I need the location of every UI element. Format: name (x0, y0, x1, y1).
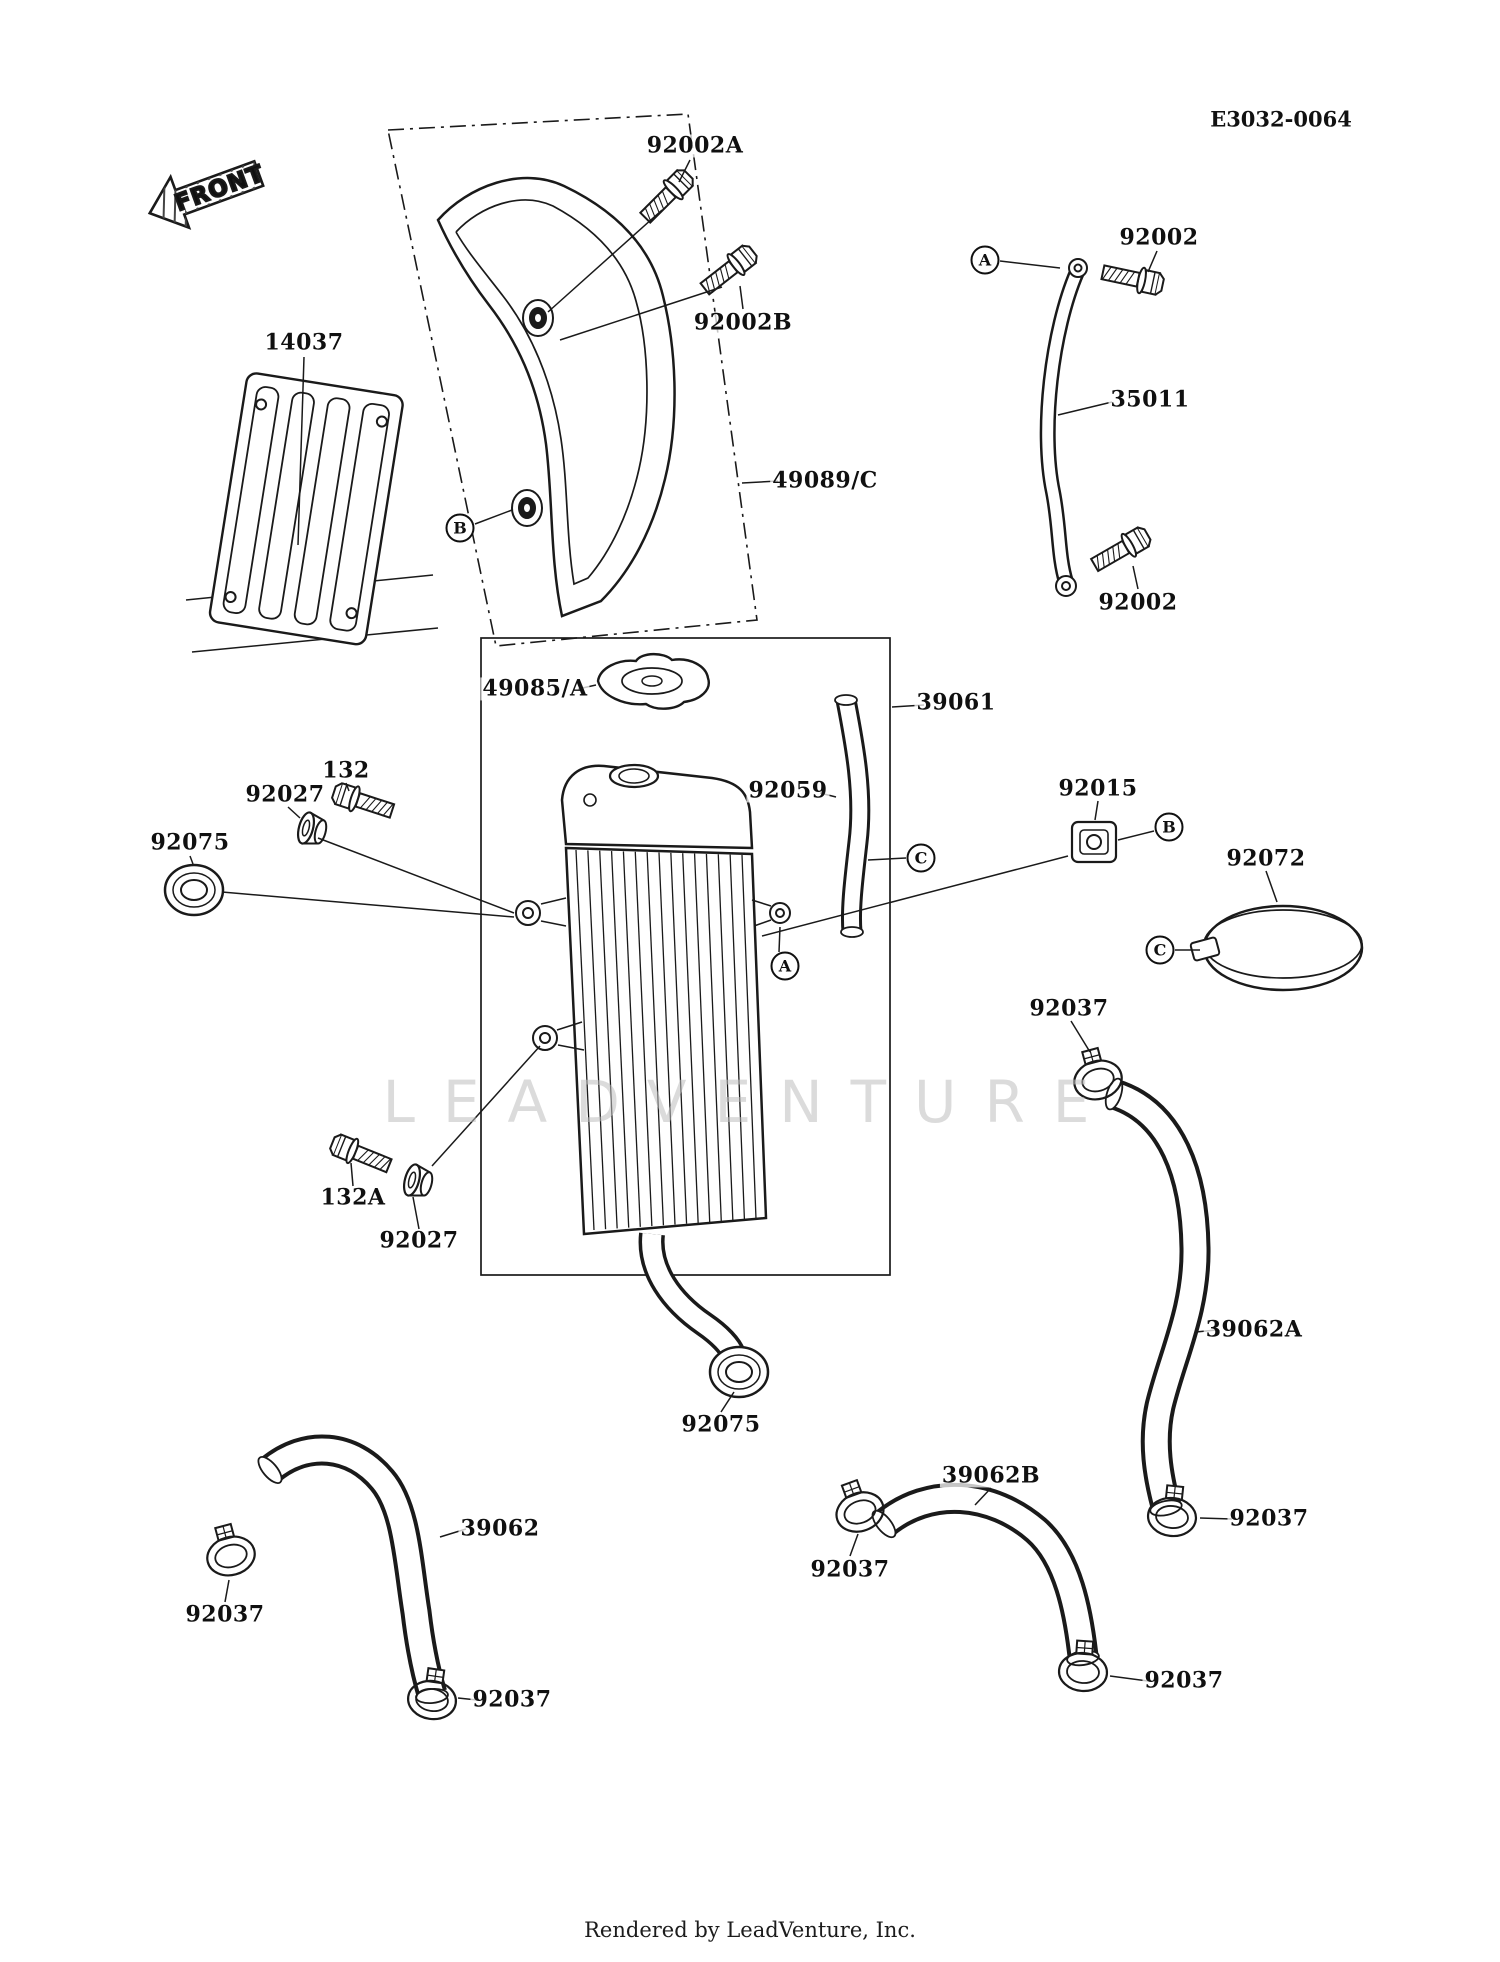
radiator-boundary-box (480, 637, 891, 1276)
callout-c: C (1145, 935, 1175, 965)
radiator-cap (596, 652, 710, 710)
callout-c: C (906, 843, 936, 873)
part-number-label[interactable]: 92002 (1117, 224, 1201, 251)
part-number-label[interactable]: 92037 (183, 1601, 267, 1628)
hose-39062b (871, 1482, 1100, 1667)
part-number-label[interactable]: 132 (320, 757, 372, 784)
part-number-label[interactable]: 14037 (262, 329, 346, 356)
hose-39062 (257, 1434, 449, 1705)
part-number-label[interactable]: 39061 (914, 689, 998, 716)
part-number-label[interactable]: 49085/A (480, 675, 590, 702)
part-number-label[interactable]: 92037 (1027, 995, 1111, 1022)
diagram-code: E3032-0064 (1210, 106, 1352, 132)
callout-a: A (770, 951, 800, 981)
part-number-label[interactable]: 39062A (1203, 1316, 1305, 1343)
radiator (515, 763, 791, 1360)
hose-92059 (834, 694, 871, 938)
clamp-band-92072 (1189, 904, 1364, 992)
part-number-label[interactable]: 49089/C (770, 467, 880, 494)
callout-b: B (445, 513, 475, 543)
part-number-label[interactable]: 92037 (1227, 1505, 1311, 1532)
radiator-guard (208, 372, 404, 646)
footer-credit: Rendered by LeadVenture, Inc. (584, 1918, 916, 1942)
part-number-label[interactable]: 92059 (746, 777, 830, 804)
part-number-label[interactable]: 35011 (1108, 386, 1192, 413)
shroud-boundary (387, 113, 758, 647)
part-number-label[interactable]: 92075 (148, 829, 232, 856)
part-number-label[interactable]: 92002A (644, 132, 746, 159)
part-number-label[interactable]: 132A (318, 1184, 388, 1211)
part-number-label[interactable]: 92002 (1096, 589, 1180, 616)
part-number-label[interactable]: 92072 (1224, 845, 1308, 872)
part-number-label[interactable]: 92037 (470, 1686, 554, 1713)
part-number-label[interactable]: 39062B (939, 1462, 1043, 1489)
part-number-label[interactable]: 92015 (1056, 775, 1140, 802)
part-number-label[interactable]: 39062 (458, 1515, 542, 1542)
callout-b: B (1154, 812, 1184, 842)
part-number-label[interactable]: 92027 (377, 1227, 461, 1254)
radiator-shroud (436, 176, 676, 618)
part-number-label[interactable]: 92002B (691, 309, 795, 336)
part-number-label[interactable]: 92075 (679, 1411, 763, 1438)
part-number-label[interactable]: 92037 (808, 1556, 892, 1583)
part-number-label[interactable]: 92027 (243, 781, 327, 808)
damper-92015 (1070, 820, 1118, 864)
callout-a: A (970, 245, 1000, 275)
part-number-label[interactable]: 92037 (1142, 1667, 1226, 1694)
radiator-stay (1039, 258, 1088, 597)
hose-39062a (1104, 1077, 1211, 1517)
